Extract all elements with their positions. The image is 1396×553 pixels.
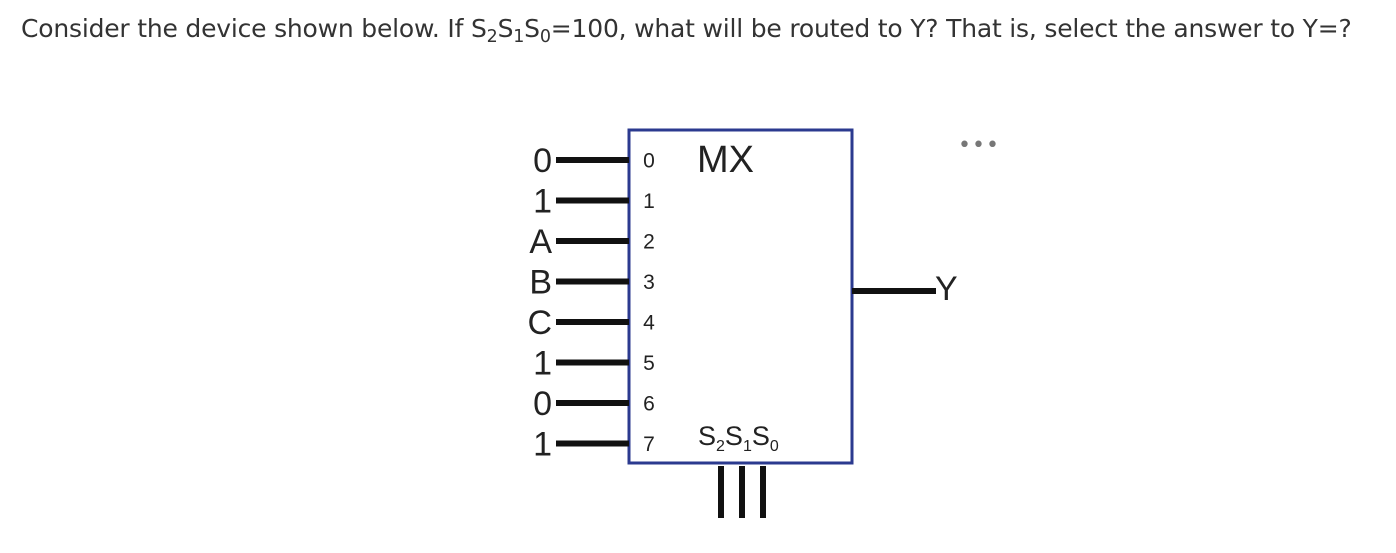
input-value-6: 0 xyxy=(533,385,552,423)
input-line-3 xyxy=(556,278,629,285)
input-pin-7: 7 xyxy=(643,433,655,456)
question-text: Consider the device shown below. If S2S1… xyxy=(21,14,1352,46)
s1-letter: S xyxy=(497,14,514,43)
more-options-icon[interactable]: ••• xyxy=(958,133,1000,158)
s1-subscript: 1 xyxy=(513,26,525,47)
input-line-2 xyxy=(556,238,629,244)
input-line-1 xyxy=(556,197,629,204)
output-label-y: Y xyxy=(935,270,958,308)
mux-title: MX xyxy=(697,139,754,181)
input-line-6 xyxy=(556,400,629,406)
select-line-s2 xyxy=(718,466,724,518)
s0-subscript: 0 xyxy=(539,26,551,47)
output-line xyxy=(852,288,936,294)
input-line-7 xyxy=(556,440,629,447)
select-line-s0 xyxy=(760,466,766,518)
select-label: S2S1S0 xyxy=(698,421,779,455)
select-line-s1 xyxy=(739,466,745,518)
input-pin-0: 0 xyxy=(643,150,655,173)
input-value-7: 1 xyxy=(533,426,552,464)
question-prefix: Consider the device shown below. If S xyxy=(21,14,487,43)
input-value-3: B xyxy=(529,264,552,302)
input-pin-2: 2 xyxy=(643,231,655,254)
input-value-1: 1 xyxy=(533,183,552,221)
input-value-2: A xyxy=(529,223,552,261)
question-suffix: =100, what will be routed to Y? That is,… xyxy=(550,14,1352,43)
input-pin-4: 4 xyxy=(643,312,655,335)
input-value-4: C xyxy=(527,304,552,342)
s0-letter: S xyxy=(524,14,540,43)
input-line-5 xyxy=(556,359,629,366)
s2-subscript: 2 xyxy=(486,26,498,47)
input-value-5: 1 xyxy=(533,345,552,383)
input-pin-5: 5 xyxy=(643,352,655,375)
input-pin-1: 1 xyxy=(643,190,655,213)
input-pin-3: 3 xyxy=(643,271,655,294)
input-line-4 xyxy=(556,319,629,325)
input-value-0: 0 xyxy=(533,142,552,180)
input-pin-6: 6 xyxy=(643,393,655,416)
mux-box xyxy=(627,128,854,465)
input-line-0 xyxy=(556,157,629,163)
